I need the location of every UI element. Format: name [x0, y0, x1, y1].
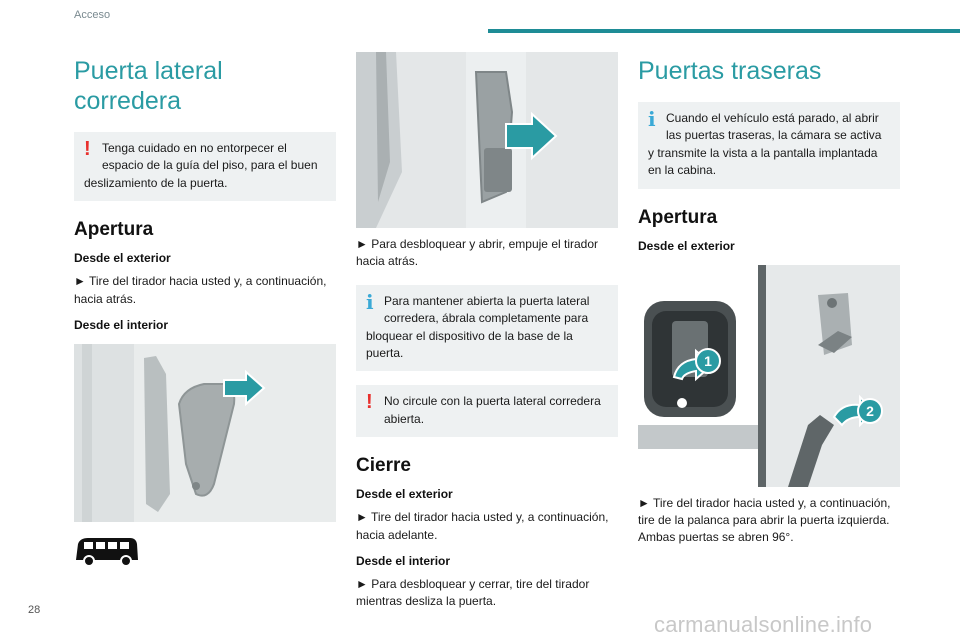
label-from-outside: Desde el exterior — [74, 251, 171, 266]
warning-exclamation-icon: ! — [366, 391, 373, 414]
callout-1: 1 — [704, 353, 712, 369]
callout-2: 2 — [866, 403, 874, 419]
label-from-inside: Desde el interior — [356, 553, 451, 568]
label-from-inside: Desde el interior — [74, 317, 169, 332]
header-accent-bar — [488, 29, 960, 33]
column-right: Puertas traseras i Cuando el vehículo es… — [638, 52, 900, 547]
direction-arrow-icon — [505, 111, 558, 161]
illustration-rear-door: 1 2 — [638, 264, 900, 487]
heading-opening: Apertura — [74, 219, 154, 241]
step-rear-open: ► Tire del tirador hacia usted y, a cont… — [638, 495, 891, 545]
warning-text-line1: No circule con la puerta lateral correde… — [384, 394, 601, 409]
section-title-sliding-door: Puerta lateral corredera — [74, 57, 223, 115]
warning-box: ! Tenga cuidado en no entorpecer el espa… — [74, 132, 336, 202]
info-text-line1: Para mantener abierta la puerta lateral — [384, 293, 590, 308]
section-label: Acceso — [74, 9, 111, 21]
step-close-inside: ► Para desbloquear y cerrar, tire del ti… — [356, 576, 590, 609]
warning-text-line3: deslizamiento de la puerta. — [84, 175, 228, 190]
info-text-line2: las puertas traseras, la cámara se activ… — [666, 128, 882, 143]
step-unlock-open: ► Para desbloquear y abrir, empuje el ti… — [356, 237, 599, 269]
direction-arrow-icon — [223, 369, 266, 407]
label-from-outside: Desde el exterior — [638, 238, 735, 253]
column-middle: ► Para desbloquear y abrir, empuje el ti… — [356, 52, 618, 611]
info-text-line3: bloquear el dispositivo de la base de la… — [366, 328, 573, 360]
illustration-door-lock — [356, 52, 618, 228]
minibus-icon — [76, 537, 138, 567]
warning-text-line2: espacio de la guía del piso, para el bue… — [102, 158, 318, 173]
info-text-line1: Cuando el vehículo está parado, al abrir — [666, 111, 879, 125]
illustration-inside-handle — [74, 343, 336, 522]
watermark: carmanualsonline.info — [654, 612, 873, 637]
warning-text-line2: abierta. — [384, 411, 425, 426]
info-box: i Para mantener abierta la puerta latera… — [356, 284, 618, 372]
info-text-line3: y transmite la vista a la pantalla impla… — [648, 145, 878, 178]
heading-closing: Cierre — [356, 455, 411, 477]
heading-opening: Apertura — [638, 206, 718, 228]
info-text-line2: corredera, ábrala completamente para — [384, 311, 589, 326]
warning-box-driving: ! No circule con la puerta lateral corre… — [356, 385, 618, 438]
section-title-rear-doors: Puertas traseras — [638, 57, 822, 85]
info-icon: i — [648, 107, 656, 131]
info-box-camera: i Cuando el vehículo está parado, al abr… — [638, 102, 900, 189]
info-icon: i — [366, 289, 374, 314]
step-close-outside: ► Tire del tirador hacia usted y, a cont… — [356, 510, 609, 542]
warning-exclamation-icon: ! — [84, 138, 91, 160]
column-left: Puerta lateral corredera ! Tenga cuidado… — [74, 52, 336, 568]
step-open-outside: ► Tire del tirador hacia usted y, a cont… — [74, 274, 327, 306]
label-from-outside: Desde el exterior — [356, 487, 453, 502]
page-number: 28 — [28, 604, 41, 616]
warning-text-line1: Tenga cuidado en no entorpecer el — [102, 141, 287, 155]
